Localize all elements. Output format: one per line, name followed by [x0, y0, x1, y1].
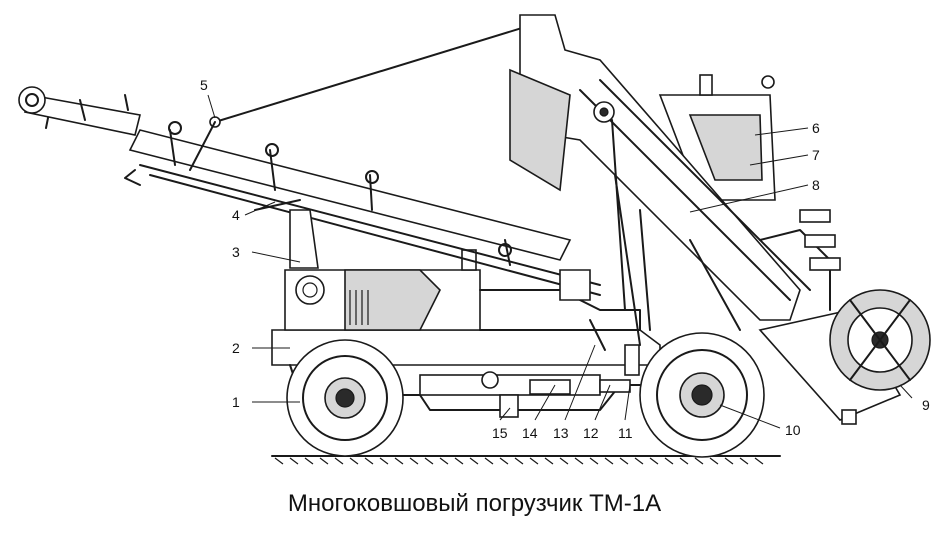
callout-15: 15 — [492, 425, 508, 441]
callout-10: 10 — [785, 422, 801, 438]
leader-lines — [207, 94, 913, 429]
callout-11: 11 — [618, 425, 633, 441]
figure-caption: Многоковшовый погрузчик ТМ-1А — [287, 490, 662, 517]
gearbox-15 — [499, 394, 519, 418]
callout-14: 14 — [522, 425, 538, 441]
cutting-drum — [758, 289, 931, 425]
callout-3: 3 — [232, 244, 240, 260]
callout-7: 7 — [812, 147, 820, 163]
radiator-fan — [295, 275, 325, 305]
rear-wheel — [286, 339, 404, 457]
conveyor-boom — [124, 121, 601, 296]
stay-cable — [189, 19, 549, 171]
feeder-conveyor — [509, 14, 841, 331]
callout-5: 5 — [200, 77, 208, 93]
callout-labels: 1 2 3 4 5 6 7 8 9 10 11 12 13 14 15 — [200, 77, 930, 441]
hydraulic-links — [559, 174, 641, 351]
callout-12: 12 — [583, 425, 599, 441]
callout-4: 4 — [232, 207, 240, 223]
engine-compartment — [284, 249, 641, 331]
front-wheel — [639, 332, 765, 458]
discharge-conveyor — [18, 86, 141, 136]
callout-9: 9 — [922, 397, 930, 413]
callout-1: 1 — [232, 394, 240, 410]
brake-11 — [624, 344, 640, 376]
callout-2: 2 — [232, 340, 240, 356]
callout-13: 13 — [553, 425, 569, 441]
callout-8: 8 — [812, 177, 820, 193]
boom-support — [254, 199, 319, 269]
callout-6: 6 — [812, 120, 820, 136]
